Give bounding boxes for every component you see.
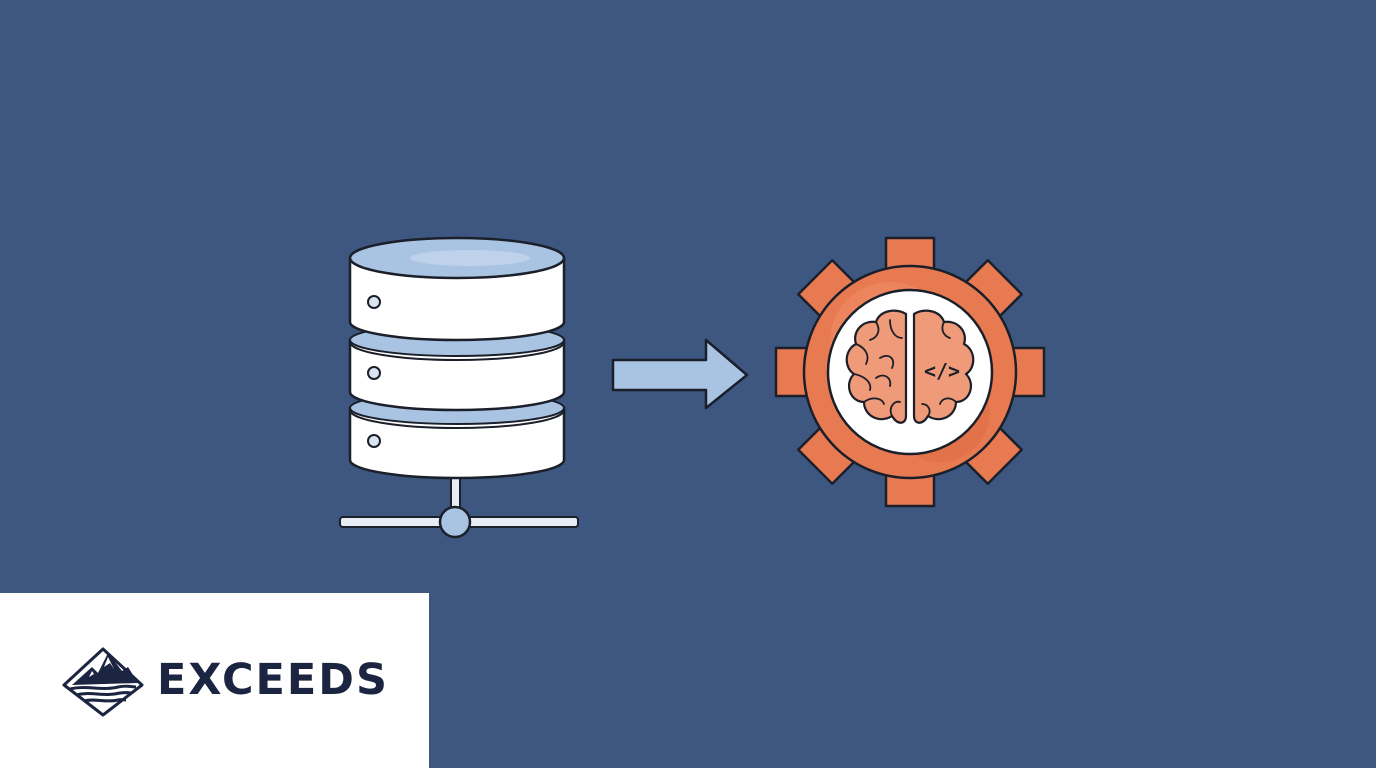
database-server-icon [339,236,579,539]
brand-panel: EXCEEDS [0,593,429,768]
mountain-logo-icon [62,647,144,717]
gear-brain-code-icon: </> [774,236,1046,508]
arrow-right-icon [611,338,749,410]
brand-name: EXCEEDS [157,655,389,705]
code-glyph: </> [924,359,960,383]
